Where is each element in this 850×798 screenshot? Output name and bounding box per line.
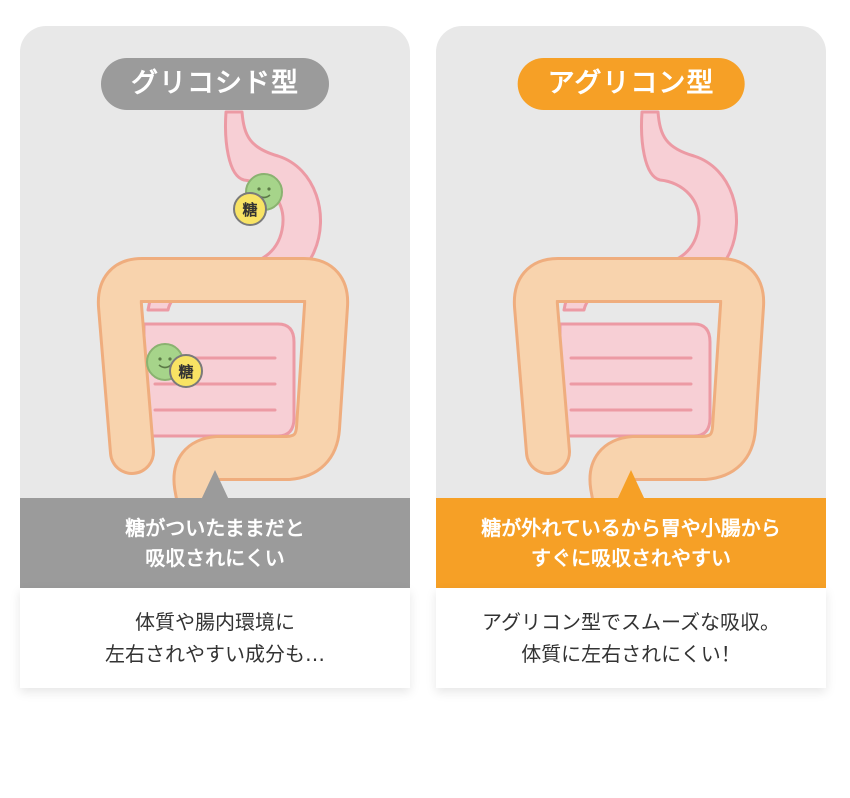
large-intestine — [512, 257, 766, 516]
large-intestine — [96, 257, 350, 516]
sugar-molecule-stomach: 糖 — [233, 173, 283, 226]
glycoside-digestive-illustration: 糖 糖 — [96, 110, 350, 516]
aglycone-description-line-2: 体質に左右されにくい！ — [521, 642, 741, 666]
sugar-label-intestine: 糖 — [178, 363, 193, 381]
glycoside-banner: 糖がついたままだと 吸収されにくい — [20, 470, 410, 588]
aglycone-digestive-illustration — [512, 110, 766, 516]
glycoside-banner-line-2: 吸収されにくい — [145, 546, 285, 570]
glycoside-panel: グリコシド型 糖 糖 糖が — [20, 26, 410, 688]
glycoside-description-line-1: 体質や腸内環境に — [135, 610, 295, 634]
glycoside-banner-arrow — [201, 470, 229, 500]
glycoside-description: 体質や腸内環境に 左右されやすい成分も… — [20, 588, 410, 688]
aglycone-description-line-1: アグリコン型でスムーズな吸収。 — [482, 610, 780, 634]
aglycone-title-pill: アグリコン型 — [517, 58, 745, 110]
glycoside-banner-line-1: 糖がついたままだと — [125, 516, 305, 540]
small-intestine — [558, 322, 712, 438]
glycoside-title-pill: グリコシド型 — [101, 58, 329, 110]
aglycone-banner: 糖が外れているから胃や小腸から すぐに吸収されやすい — [436, 470, 826, 588]
sugar-molecule-intestine: 糖 — [146, 343, 203, 388]
aglycone-description: アグリコン型でスムーズな吸収。 体質に左右されにくい！ — [436, 588, 826, 688]
sugar-label-stomach: 糖 — [242, 201, 257, 219]
aglycone-banner-line-1: 糖が外れているから胃や小腸から — [481, 516, 781, 540]
aglycone-banner-arrow — [617, 470, 645, 500]
aglycone-banner-line-2: すぐに吸収されやすい — [531, 546, 731, 570]
glycoside-description-line-2: 左右されやすい成分も… — [105, 642, 325, 666]
aglycone-panel: アグリコン型 糖が外れているから胃や小腸から すぐに吸収されやすい アグリコン型… — [436, 26, 826, 688]
